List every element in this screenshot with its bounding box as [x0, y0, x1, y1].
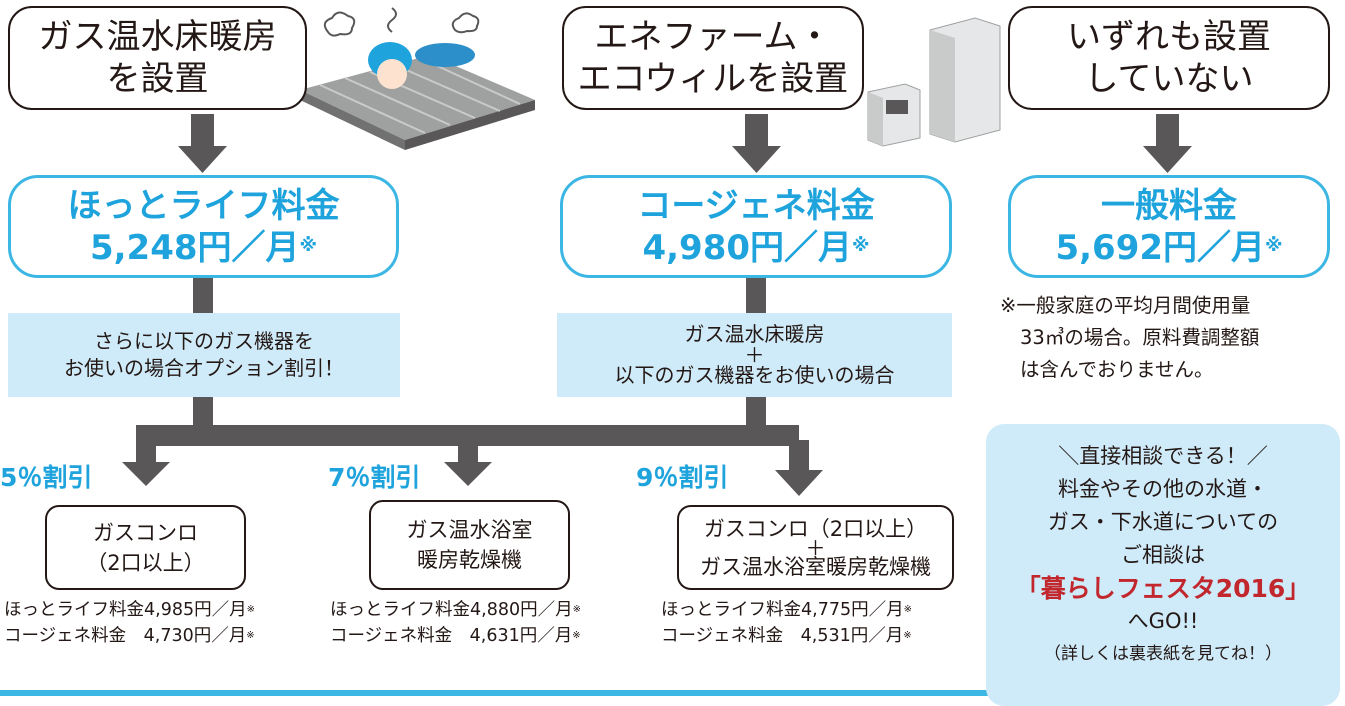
price-box-general: 一般料金 5,692円／月※ [1008, 175, 1330, 278]
note-cogene-condition: ガス温水床暖房 ＋ 以下のガス機器をお使いの場合 [557, 313, 952, 397]
floor-heating-illustration [300, 7, 535, 150]
festa-name: 「暮らしフェスタ2016」 [1015, 574, 1311, 603]
footnote: ※一般家庭の平均月間使用量 33㎥の場合。原料費調整額 は含んでおりません。 [1000, 294, 1260, 381]
discount-label-7: 7％割引 [328, 463, 421, 492]
price-box-hotlife: ほっとライフ料金 5,248円／月※ [8, 175, 399, 278]
top-box-floor-heating: ガス温水床暖房を設置 [8, 6, 307, 110]
price-box-cogene: コージェネ料金 4,980円／月※ [560, 175, 952, 278]
option-prices-5: ほっとライフ料金4,985円／月※ コージェネ料金 4,730円／月※ [4, 600, 255, 646]
note-option-discount: さらに以下のガス機器を お使いの場合オプション割引！ [8, 313, 400, 397]
discount-label-9: 9％割引 [636, 463, 729, 492]
top-box-enefarm: エネファーム・エコウィルを設置 [562, 6, 864, 110]
discount-label-5: 5％割引 [0, 463, 93, 492]
option-box-bath-dryer: ガス温水浴室 暖房乾燥機 [369, 500, 570, 590]
top-box-none: いずれも設置していない [1008, 6, 1330, 110]
option-box-stove: ガスコンロ （2口以上） [45, 505, 246, 590]
info-box-festa: ＼直接相談できる！／ 料金やその他の水道・ ガス・下水道についての ご相談は 「… [986, 424, 1340, 706]
option-box-both: ガスコンロ（2口以上） ＋ ガス温水浴室暖房乾燥機 [677, 505, 954, 590]
option-prices-9: ほっとライフ料金4,775円／月※ コージェネ料金 4,531円／月※ [661, 600, 912, 646]
ene-farm-illustration [867, 17, 1001, 147]
option-prices-7: ほっとライフ料金4,880円／月※ コージェネ料金 4,631円／月※ [330, 600, 581, 646]
